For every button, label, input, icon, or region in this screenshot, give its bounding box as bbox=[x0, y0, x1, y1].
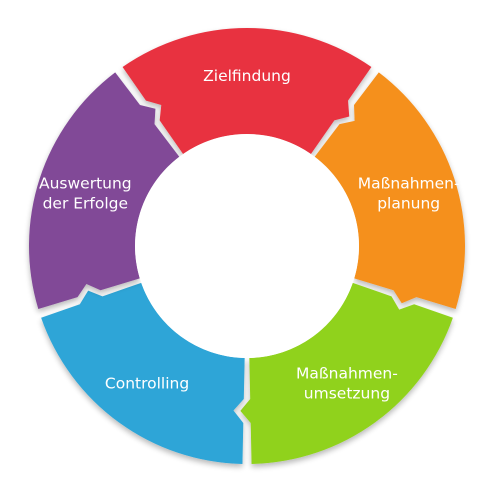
label-line-auswertung-1: der Erfolge bbox=[43, 194, 128, 212]
label-line-zielfindung-0: Zielfindung bbox=[203, 67, 291, 85]
label-line-massnahmenumsetzung-0: Maßnahmen- bbox=[296, 365, 398, 383]
label-line-auswertung-0: Auswertung bbox=[39, 174, 132, 192]
label-massnahmenplanung: Maßnahmen-planung bbox=[358, 174, 460, 212]
label-zielfindung: Zielfindung bbox=[203, 67, 291, 85]
segment-auswertung bbox=[28, 72, 180, 310]
labels-layer: ZielfindungMaßnahmen-planungMaßnahmen-um… bbox=[39, 67, 460, 403]
label-line-massnahmenplanung-1: planung bbox=[377, 194, 440, 212]
label-controlling: Controlling bbox=[105, 375, 189, 393]
label-auswertung: Auswertung der Erfolge bbox=[39, 174, 132, 212]
segments-layer bbox=[28, 28, 465, 464]
label-line-massnahmenplanung-0: Maßnahmen- bbox=[358, 174, 460, 192]
segment-controlling bbox=[41, 282, 245, 464]
label-massnahmenumsetzung: Maßnahmen-umsetzung bbox=[296, 365, 398, 403]
segment-zielfindung bbox=[122, 28, 372, 155]
label-line-massnahmenumsetzung-1: umsetzung bbox=[304, 385, 390, 403]
segment-massnahmenumsetzung bbox=[240, 282, 453, 464]
segment-massnahmenplanung bbox=[314, 72, 465, 310]
label-line-controlling-0: Controlling bbox=[105, 375, 189, 393]
center-hole bbox=[135, 134, 359, 358]
